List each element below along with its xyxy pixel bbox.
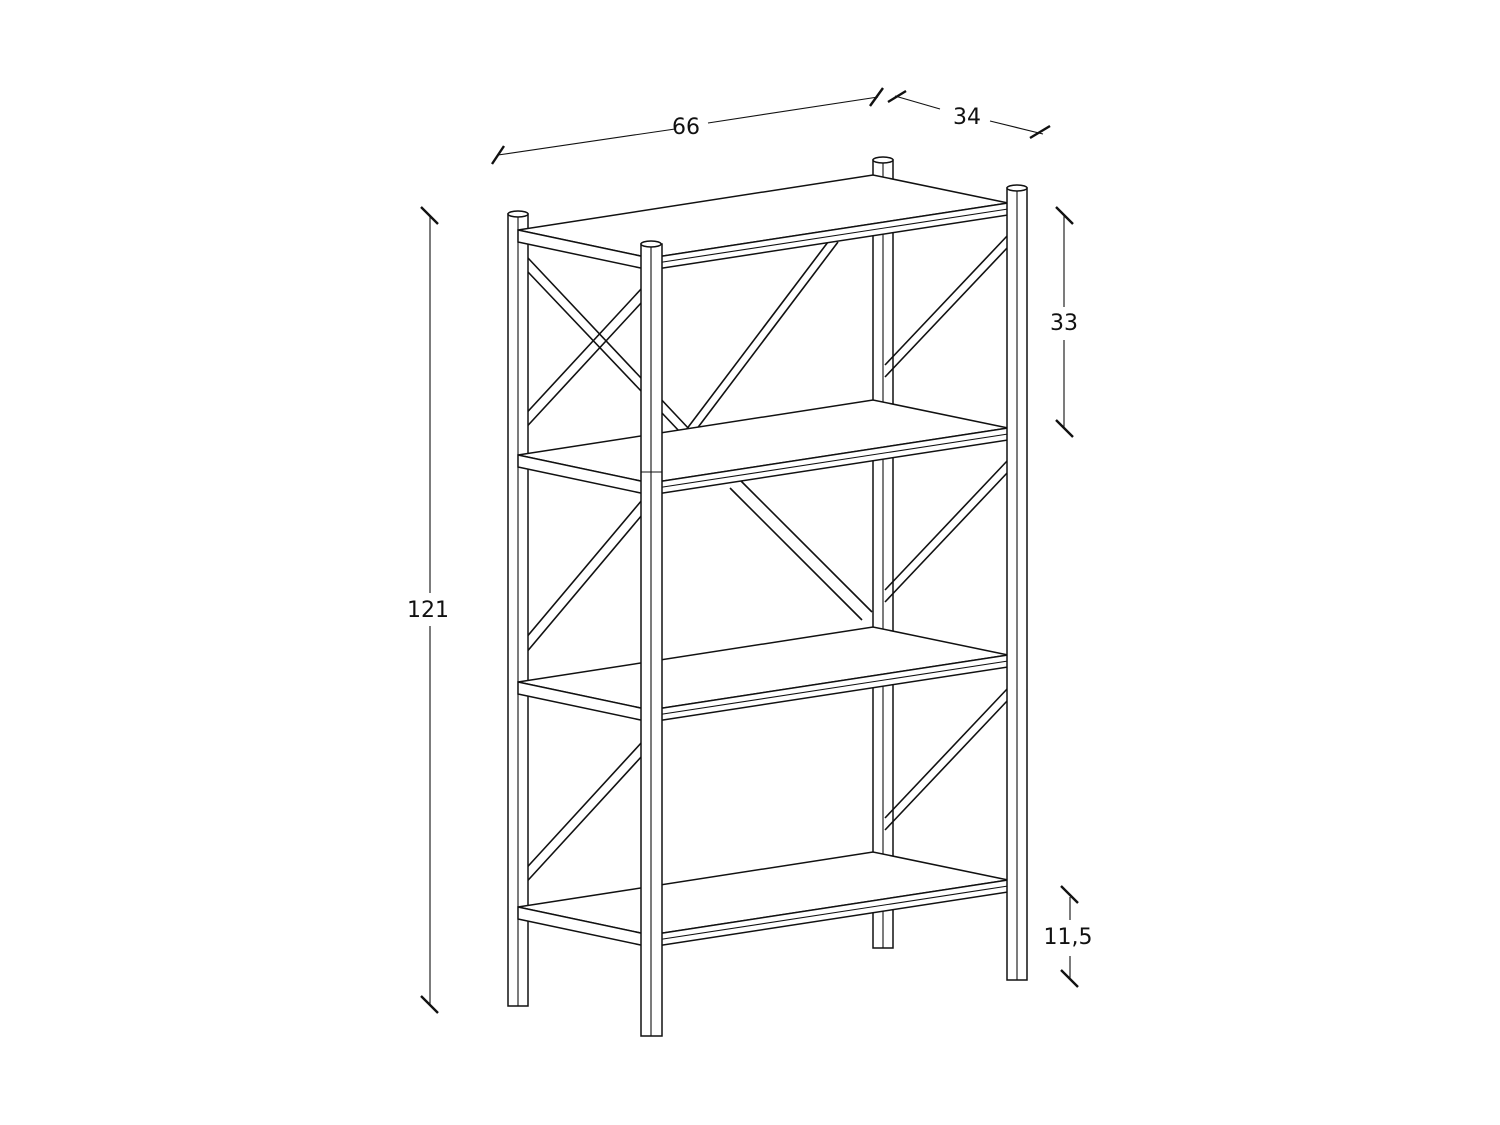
- post-front-right: [1006, 184, 1028, 981]
- post-front-left: [640, 240, 663, 1037]
- shelf-tier-3: [517, 626, 1009, 723]
- shelf-tier-2: [517, 399, 1009, 496]
- post-back-right: [872, 156, 894, 949]
- back-braces: [685, 241, 873, 621]
- dimension-width-label: 66: [672, 115, 700, 140]
- dimension-height-label: 121: [407, 598, 449, 623]
- dimension-depth-label: 34: [953, 105, 981, 130]
- shelf-tier-1: [517, 174, 1009, 271]
- shelf-tier-4: [517, 851, 1009, 948]
- post-back-left: [507, 210, 529, 1007]
- shelf-frame: [507, 156, 1028, 1037]
- left-side-braces: [519, 257, 691, 890]
- dimension-depth: [887, 89, 1051, 140]
- dimension-shelf-spacing: [1055, 206, 1074, 438]
- right-side-braces: [884, 234, 1009, 831]
- dimension-bottom-clearance-label: 11,5: [1044, 925, 1093, 950]
- dimension-bottom-clearance: [1060, 885, 1079, 988]
- dimension-height: [420, 206, 439, 1014]
- dimension-width: [491, 87, 884, 165]
- dimension-shelf-spacing-label: 33: [1050, 311, 1078, 336]
